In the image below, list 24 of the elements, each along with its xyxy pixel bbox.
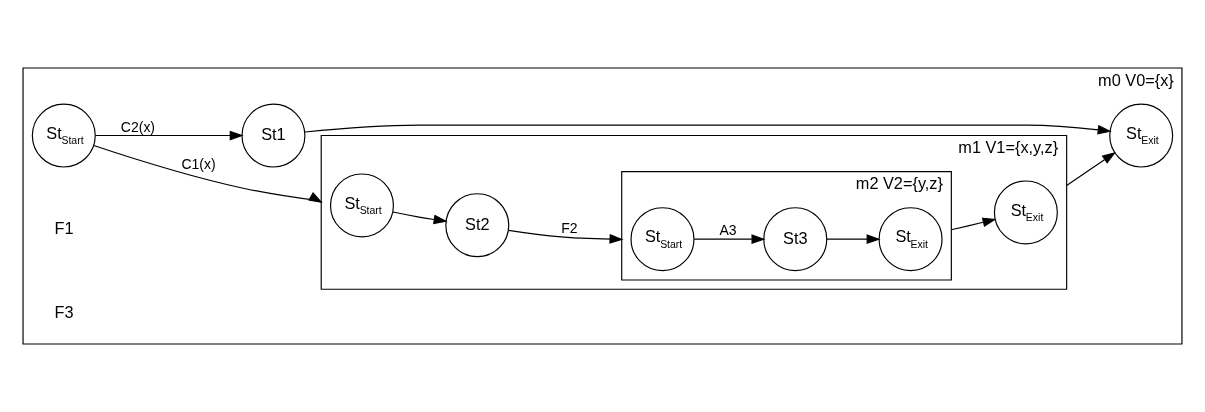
node-circle: St$_{Exit}$ [1109, 103, 1174, 168]
arrow [94, 130, 244, 141]
arrow [508, 229, 624, 244]
label: F1 [54, 219, 74, 238]
node-circle: St$_{Start}$ [31, 103, 96, 168]
node-circle: St1 [241, 103, 306, 168]
arrow [950, 217, 997, 231]
label: F3 [54, 303, 74, 322]
edge-label: C1(x) [181, 155, 216, 172]
arrow [826, 234, 881, 245]
edge-label: C2(x) [120, 118, 156, 135]
arrow [304, 124, 1112, 135]
arrow [693, 234, 766, 245]
edge-label: A3 [719, 222, 737, 239]
node-circle: St$_{Exit}$ [878, 207, 943, 272]
arrow [1066, 151, 1116, 187]
node-circle: St$_{Start}$ [630, 207, 695, 272]
edge-label: F2 [561, 219, 578, 236]
node-circle: St$_{Start}$ [329, 173, 394, 238]
node-circle: St$_{Exit}$ [993, 180, 1058, 245]
arrow [392, 211, 448, 225]
node-circle: St2 [445, 193, 510, 258]
node-circle: St3 [763, 207, 828, 272]
arrow [93, 144, 323, 203]
